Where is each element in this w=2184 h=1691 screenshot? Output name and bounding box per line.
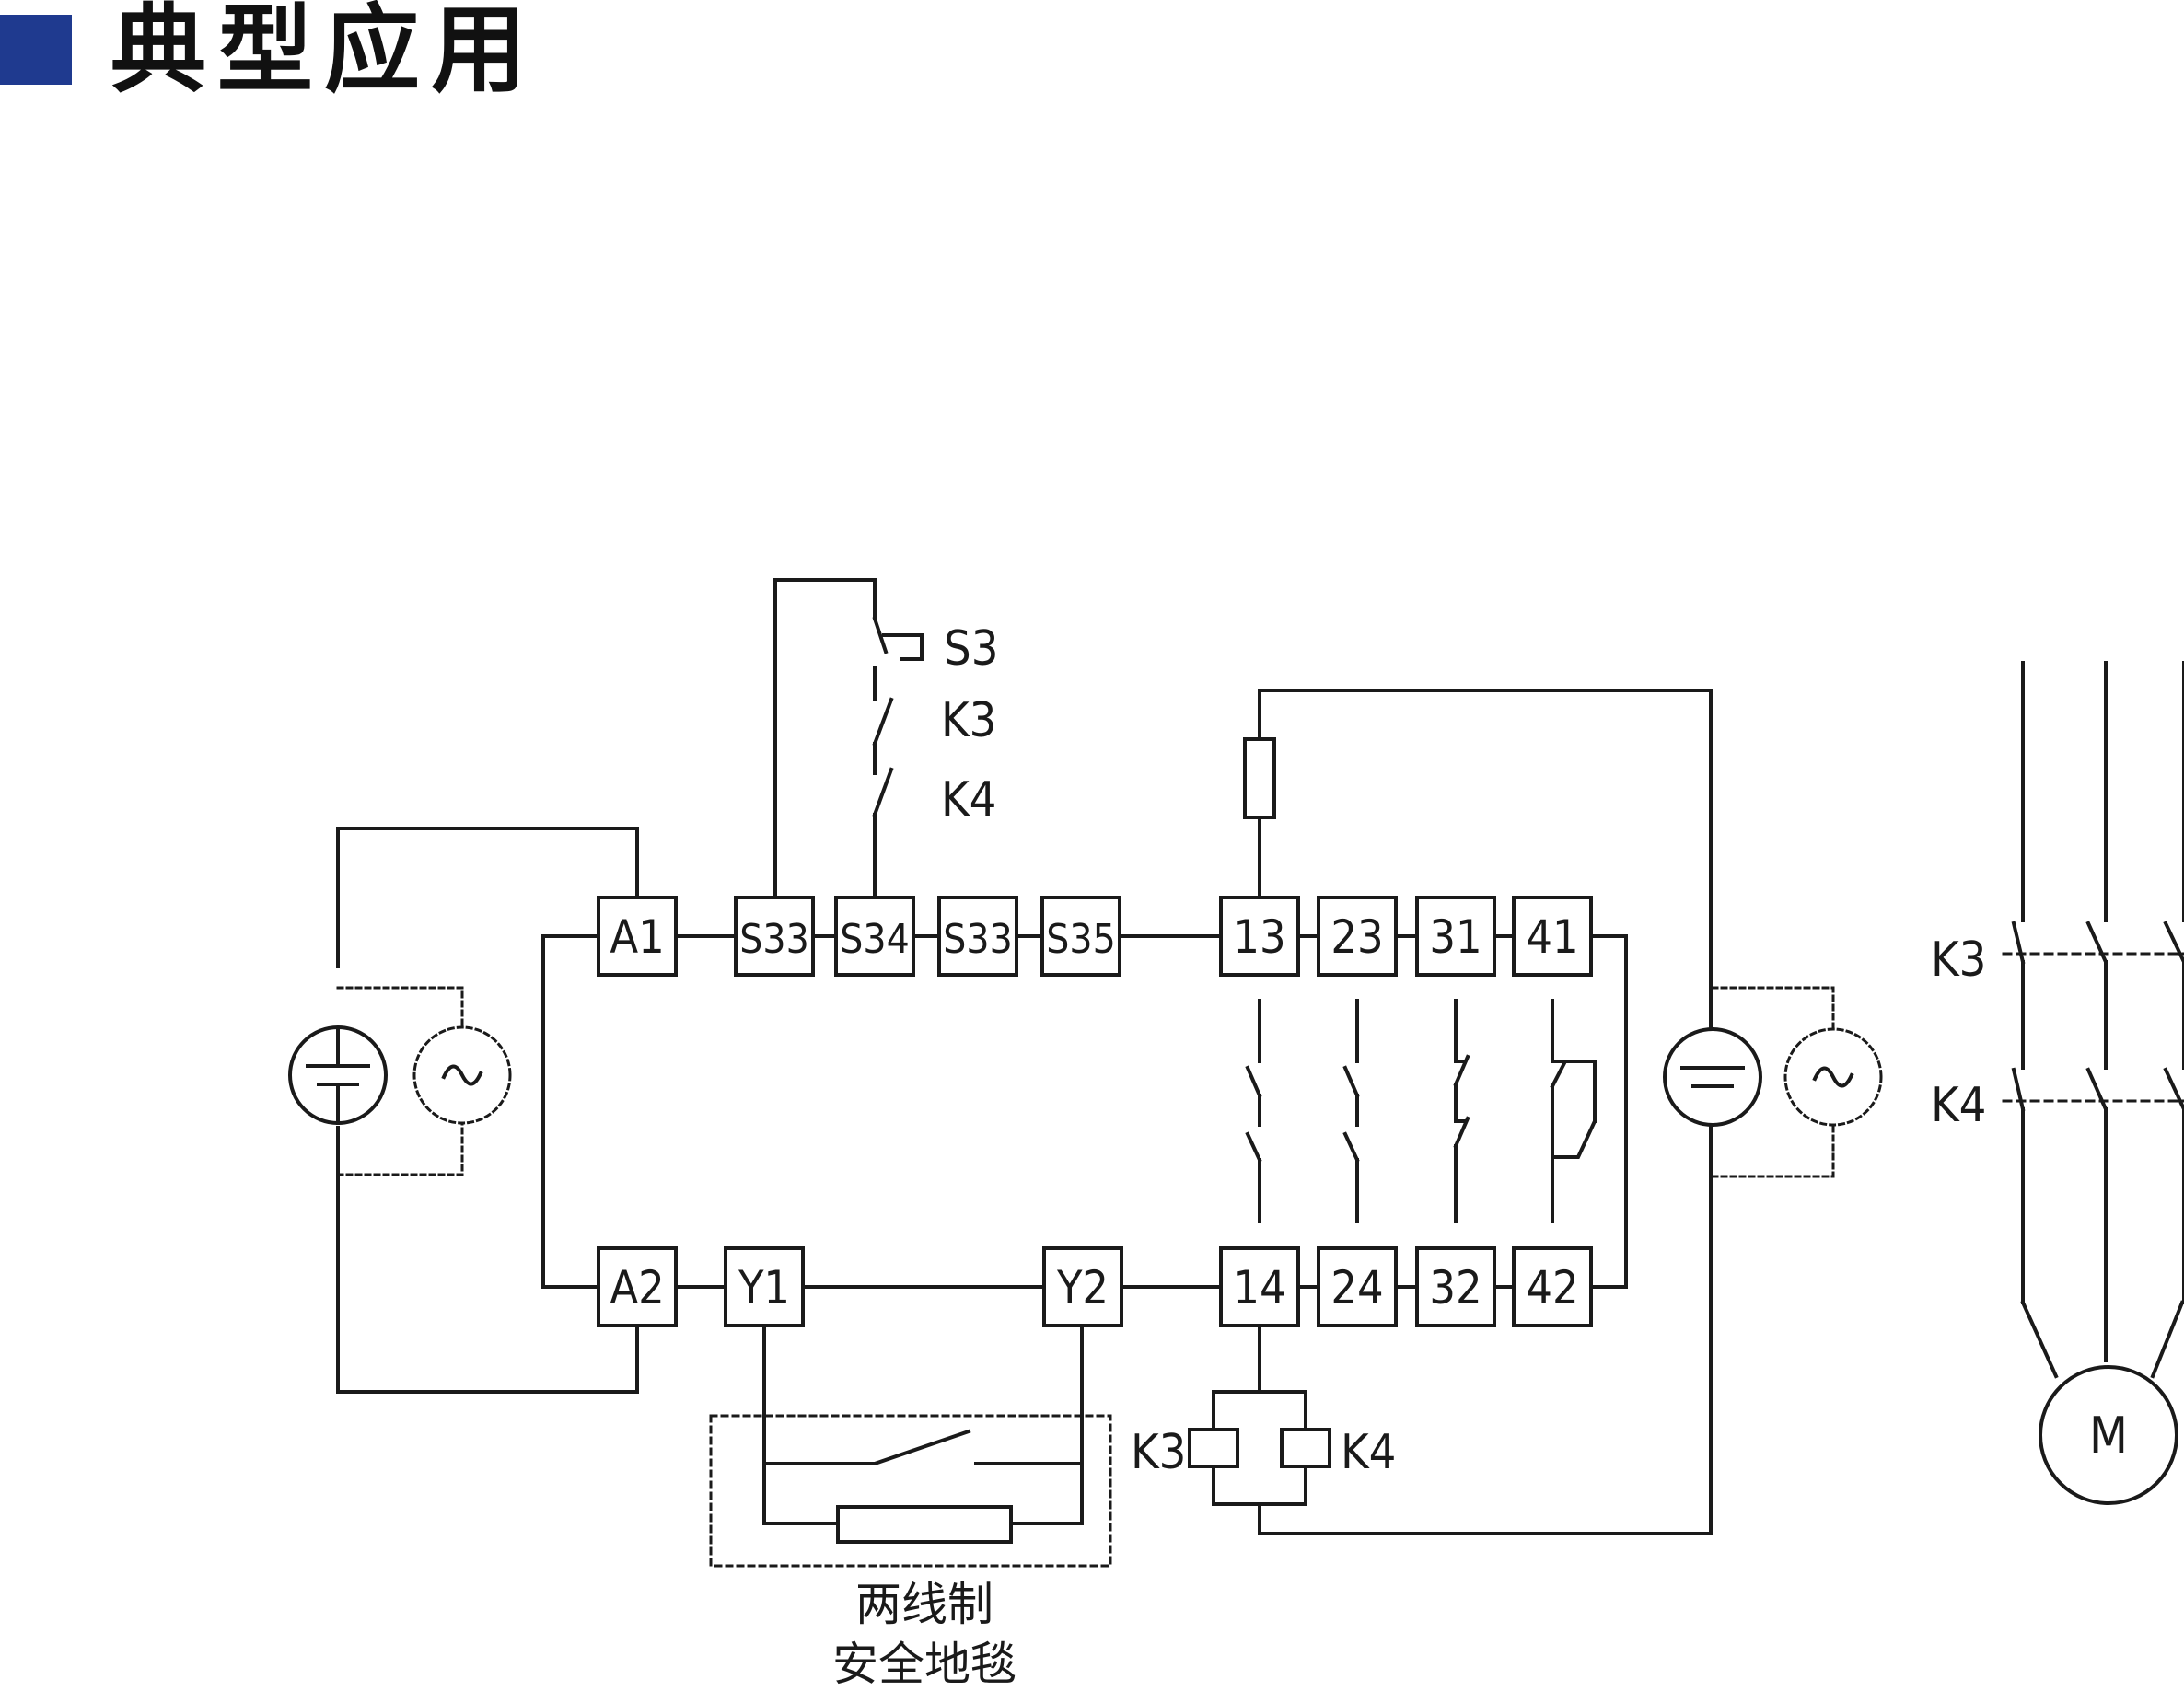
dc-source-icon (1663, 1027, 1762, 1127)
terminal-box (1415, 896, 1496, 977)
coil-label-k4: K4 (1341, 1425, 1396, 1480)
safety-mat-caption-line1: 两线制 (855, 1578, 993, 1631)
fuse-icon (1243, 737, 1276, 819)
coil-k4-icon (1280, 1428, 1331, 1468)
coil-k3-icon (1188, 1428, 1239, 1468)
terminal-bottom-6: 42 (1512, 1246, 1593, 1327)
terminal-top-4: S35 (1040, 896, 1121, 977)
terminal-label: 23 (1330, 910, 1383, 964)
terminal-label: S35 (1046, 916, 1116, 963)
motor-label: M (2089, 1407, 2128, 1465)
output-loop (1188, 689, 1713, 1535)
terminal-label: S34 (840, 916, 910, 963)
terminal-top-1: S33 (734, 896, 815, 977)
terminal-top-0: A1 (597, 896, 678, 977)
terminal-top-5: 13 (1219, 896, 1300, 977)
safety-mat (709, 1324, 1112, 1568)
safety-mat-caption-line2: 安全地毯 (832, 1638, 1016, 1691)
left-power-supply (288, 827, 639, 1394)
input-label-k3: K3 (941, 693, 996, 748)
terminal-bottom-3: 14 (1219, 1246, 1300, 1327)
terminal-label: 24 (1330, 1261, 1383, 1315)
terminal-box (937, 896, 1018, 977)
coil-label-k3: K3 (1131, 1425, 1186, 1480)
terminal-box (1512, 896, 1593, 977)
terminal-label: Y2 (1056, 1261, 1109, 1315)
terminal-label: 14 (1233, 1261, 1285, 1315)
terminal-bottom-2: Y2 (1042, 1246, 1123, 1327)
terminal-label: S33 (739, 916, 809, 963)
terminal-label: Y1 (738, 1261, 790, 1315)
terminal-label: 42 (1526, 1261, 1578, 1315)
contactor-label-k4: K4 (1931, 1078, 1986, 1133)
motor-icon (2039, 1365, 2178, 1505)
input-label-s3: S3 (944, 621, 998, 677)
terminal-box (1317, 896, 1398, 977)
terminal-label: 13 (1233, 910, 1285, 964)
terminal-label: A2 (610, 1261, 664, 1315)
header: 典型应用 (0, 0, 645, 110)
terminal-box (1415, 1246, 1496, 1327)
terminal-label: A1 (610, 910, 664, 964)
right-power-supply (1663, 986, 1883, 1178)
relay-contacts (1245, 999, 1597, 1223)
header-accent-square (0, 15, 72, 85)
terminal-top-6: 23 (1317, 896, 1398, 977)
terminal-label: 31 (1429, 910, 1481, 964)
terminal-bottom-4: 24 (1317, 1246, 1398, 1327)
terminal-label: 41 (1526, 910, 1578, 964)
input-label-k4: K4 (941, 772, 996, 828)
terminal-box (1219, 1246, 1300, 1327)
motor-circuit (2002, 661, 2184, 1505)
resistor-icon (836, 1505, 1013, 1544)
page-title: 典型应用 (110, 0, 539, 106)
input-switch-chain (773, 578, 924, 899)
terminal-box (1042, 1246, 1123, 1327)
terminal-bottom-5: 32 (1415, 1246, 1496, 1327)
terminal-box (1219, 896, 1300, 977)
terminal-box (724, 1246, 805, 1327)
terminal-bottom-1: Y1 (724, 1246, 805, 1327)
terminal-top-2: S34 (834, 896, 915, 977)
terminal-top-7: 31 (1415, 896, 1496, 977)
terminal-box (597, 1246, 678, 1327)
terminal-label: S33 (943, 916, 1013, 963)
terminal-box (734, 896, 815, 977)
terminal-top-3: S33 (937, 896, 1018, 977)
contactor-label-k3: K3 (1931, 932, 1986, 988)
terminal-top-8: 41 (1512, 896, 1593, 977)
terminal-box (1512, 1246, 1593, 1327)
terminal-box (834, 896, 915, 977)
terminal-box (1040, 896, 1121, 977)
terminal-bottom-0: A2 (597, 1246, 678, 1327)
safety-mat-boundary (709, 1414, 1112, 1568)
terminal-box (1317, 1246, 1398, 1327)
terminal-label: 32 (1429, 1261, 1481, 1315)
terminal-box (597, 896, 678, 977)
